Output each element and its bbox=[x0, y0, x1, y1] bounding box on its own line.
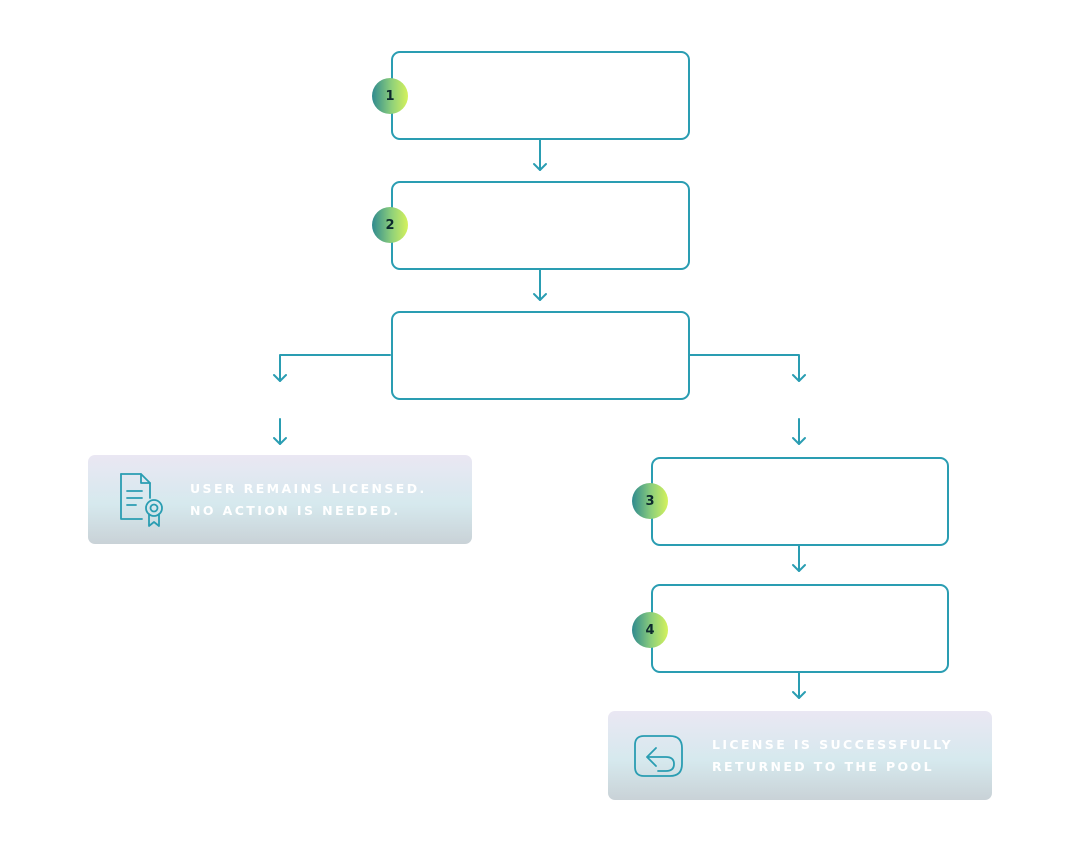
outcome-licensed-line-1: USER REMAINS LICENSED. bbox=[190, 481, 427, 496]
connector-decision-right bbox=[689, 354, 800, 382]
arrowhead-decision-right bbox=[792, 374, 806, 382]
step-4-number: 4 bbox=[645, 622, 655, 638]
step-1-badge: 1 bbox=[372, 78, 408, 114]
certificate-icon bbox=[120, 473, 163, 527]
arrowhead-2-decision bbox=[533, 293, 547, 301]
step-2-badge: 2 bbox=[372, 207, 408, 243]
step-2-number: 2 bbox=[385, 217, 395, 233]
outcome-licensed: USER REMAINS LICENSED. NO ACTION IS NEED… bbox=[88, 455, 472, 544]
step-3-badge: 3 bbox=[632, 483, 668, 519]
step-4-badge: 4 bbox=[632, 612, 668, 648]
step-3-box bbox=[651, 457, 949, 546]
outcome-licensed-text: USER REMAINS LICENSED. NO ACTION IS NEED… bbox=[190, 478, 427, 522]
outcome-returned: LICENSE IS SUCCESSFULLY RETURNED TO THE … bbox=[608, 711, 992, 800]
step-2-box bbox=[391, 181, 690, 270]
step-4-box bbox=[651, 584, 949, 673]
step-1-box bbox=[391, 51, 690, 140]
arrowhead-decision-left bbox=[273, 374, 287, 382]
decision-box bbox=[391, 311, 690, 400]
arrowhead-3-4 bbox=[792, 564, 806, 572]
outcome-returned-text: LICENSE IS SUCCESSFULLY RETURNED TO THE … bbox=[712, 734, 953, 778]
outcome-returned-line-1: LICENSE IS SUCCESSFULLY bbox=[712, 737, 954, 752]
arrowhead-1-2 bbox=[533, 163, 547, 171]
step-3-number: 3 bbox=[645, 493, 655, 509]
outcome-licensed-line-2: NO ACTION IS NEEDED. bbox=[190, 503, 401, 518]
step-1-number: 1 bbox=[385, 88, 395, 104]
arrowhead-right-lower bbox=[792, 437, 806, 445]
arrowhead-left-lower bbox=[273, 437, 287, 445]
arrowhead-4-outcome bbox=[792, 691, 806, 699]
return-arrow-icon bbox=[634, 735, 683, 777]
outcome-returned-line-2: RETURNED TO THE POOL bbox=[712, 759, 934, 774]
connector-decision-left bbox=[279, 354, 391, 382]
